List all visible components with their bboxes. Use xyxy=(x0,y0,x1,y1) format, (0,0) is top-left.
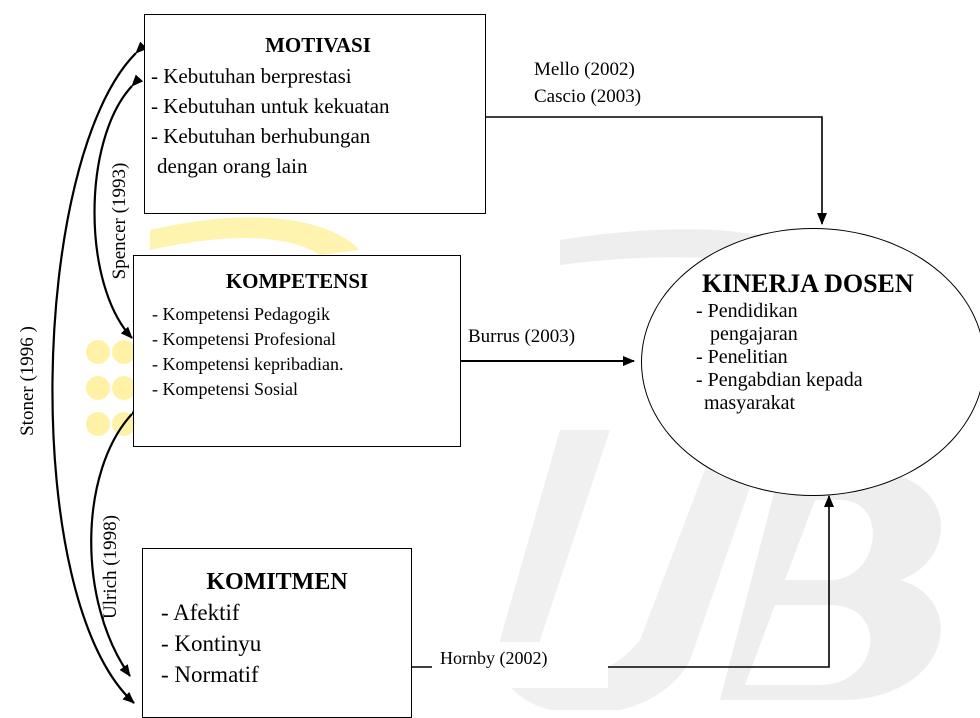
kinerja-item: - Penelitian xyxy=(696,346,788,368)
motivasi-item: - Kebutuhan berhubungan xyxy=(151,124,371,148)
box-kompetensi: KOMPETENSI - Kompetensi Pedagogik - Komp… xyxy=(133,255,461,447)
motivasi-item: - Kebutuhan untuk kekuatan xyxy=(151,94,390,118)
box-komitmen: KOMITMEN - Afektif - Kontinyu - Normatif xyxy=(142,548,412,718)
citation-hornby: Hornby (2002) xyxy=(440,648,548,668)
kinerja-item: masyarakat xyxy=(704,392,796,414)
watermark-gray-b xyxy=(720,470,941,700)
motivasi-item: dengan orang lain xyxy=(157,154,308,178)
komitmen-item: - Normatif xyxy=(161,662,259,687)
arrow-ulrich-link xyxy=(90,402,144,677)
citation-hornby-box xyxy=(432,642,608,688)
kompetensi-item: - Kompetensi Sosial xyxy=(152,379,298,399)
komitmen-item: - Kontinyu xyxy=(161,631,262,656)
komitmen-title: KOMITMEN xyxy=(206,569,348,595)
kompetensi-title: KOMPETENSI xyxy=(225,269,369,293)
motivasi-item: - Kebutuhan berprestasi xyxy=(151,64,352,88)
arrow-spencer-link xyxy=(93,74,144,339)
citation-stoner: Stoner (1996 ) xyxy=(17,326,38,436)
kompetensi-item: - Kompetensi kepribadian. xyxy=(152,354,344,374)
ellipse-kinerja-dosen xyxy=(641,228,980,496)
motivasi-title: MOTIVASI xyxy=(265,33,371,57)
citation-cascio: Cascio (2003) xyxy=(534,86,642,107)
citation-spencer: Spencer (1993) xyxy=(109,162,130,280)
box-motivasi: MOTIVASI - Kebutuhan berprestasi - Kebut… xyxy=(144,14,486,214)
citation-mello: Mello (2002) xyxy=(534,59,635,80)
citation-ulrich: Ulrich (1998) xyxy=(100,515,121,619)
kompetensi-item: - Kompetensi Pedagogik xyxy=(152,304,330,324)
komitmen-item: - Afektif xyxy=(161,600,240,625)
watermark-yellow-swoosh xyxy=(150,217,360,255)
citation-burrus: Burrus (2003) xyxy=(468,326,576,347)
kompetensi-item: - Kompetensi Profesional xyxy=(152,329,336,349)
arrow-stoner-link xyxy=(51,41,148,704)
watermark-gray-u xyxy=(498,430,770,710)
kinerja-content: KINERJA DOSEN - Pendidikan pengajaran - … xyxy=(690,268,970,415)
kinerja-item: - Pendidikan xyxy=(696,300,798,322)
kinerja-title: KINERJA DOSEN xyxy=(702,269,914,298)
kinerja-item: - Pengabdian kepada xyxy=(696,369,863,391)
kinerja-item: pengajaran xyxy=(710,323,798,345)
arrow-motivasi-kinerja xyxy=(484,116,827,225)
